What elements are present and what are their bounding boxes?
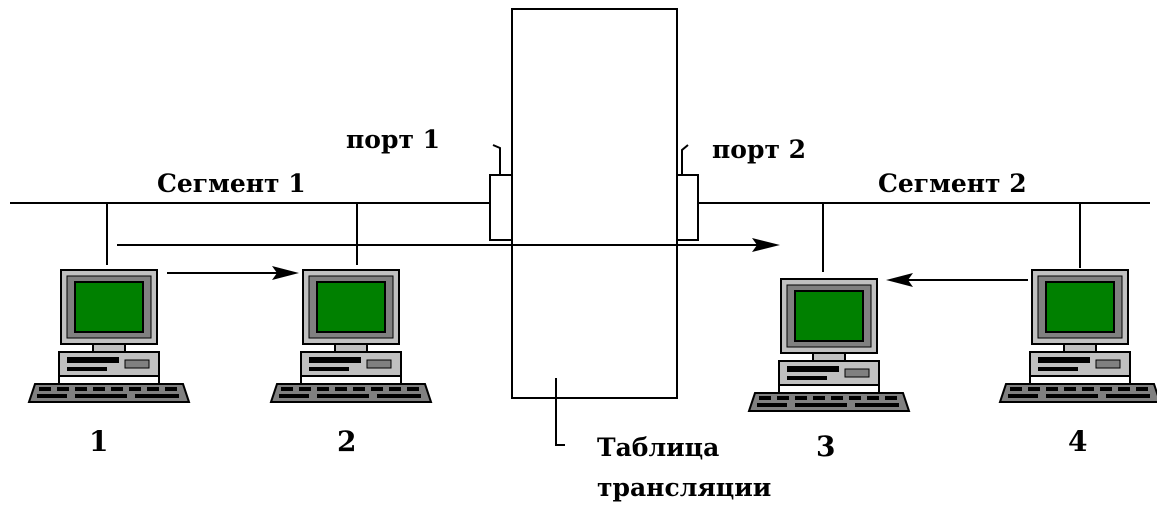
port-1-leader — [493, 145, 500, 175]
computer-4-number: 4 — [1068, 428, 1087, 456]
computer-4-icon — [1000, 270, 1157, 402]
port-2-label: порт 2 — [712, 137, 806, 162]
computer-1-number: 1 — [89, 428, 108, 456]
computer-2-icon — [271, 270, 431, 402]
port-2-box — [677, 175, 698, 240]
segment-1-label: Сегмент 1 — [157, 171, 306, 196]
computer-2-number: 2 — [337, 428, 356, 456]
port-1-box — [490, 175, 512, 240]
segment-2-label: Сегмент 2 — [878, 171, 1027, 196]
translation-table-label-line-1: Таблица — [597, 435, 719, 460]
translation-table-label-line-2: трансляции — [597, 475, 771, 500]
port-1-label: порт 1 — [346, 127, 440, 152]
computer-3-number: 3 — [816, 433, 835, 461]
computer-3-icon — [749, 279, 909, 411]
port-2-leader — [682, 145, 688, 175]
bridge-box — [512, 9, 677, 398]
computer-1-icon — [29, 270, 189, 402]
